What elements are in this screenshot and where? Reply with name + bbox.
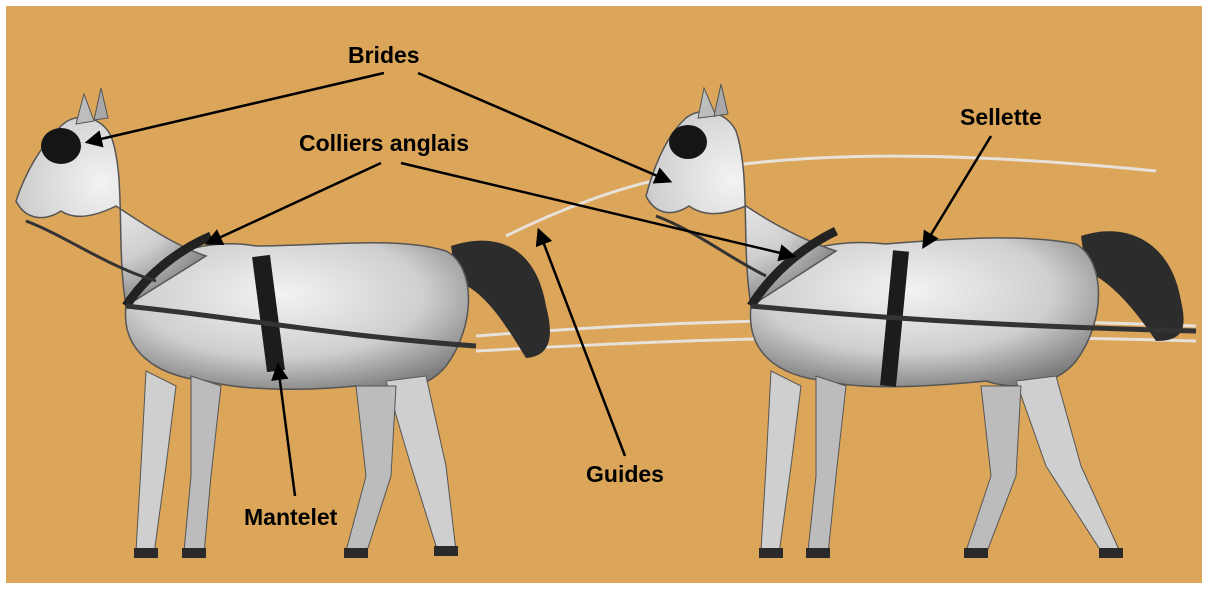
label-sellette: Sellette [960,106,1042,129]
arrow-sellette [924,136,991,246]
horse-harness-illustration [6,6,1202,583]
label-guides: Guides [586,463,664,486]
horse-left-icon [16,88,550,558]
diagram-background: Brides Colliers anglais Sellette Guides … [6,6,1202,583]
label-brides: Brides [348,44,420,67]
label-colliers-anglais: Colliers anglais [299,132,469,155]
arrow-brides-right [418,73,669,181]
label-mantelet: Mantelet [244,506,337,529]
arrow-colliers-left [208,163,381,243]
